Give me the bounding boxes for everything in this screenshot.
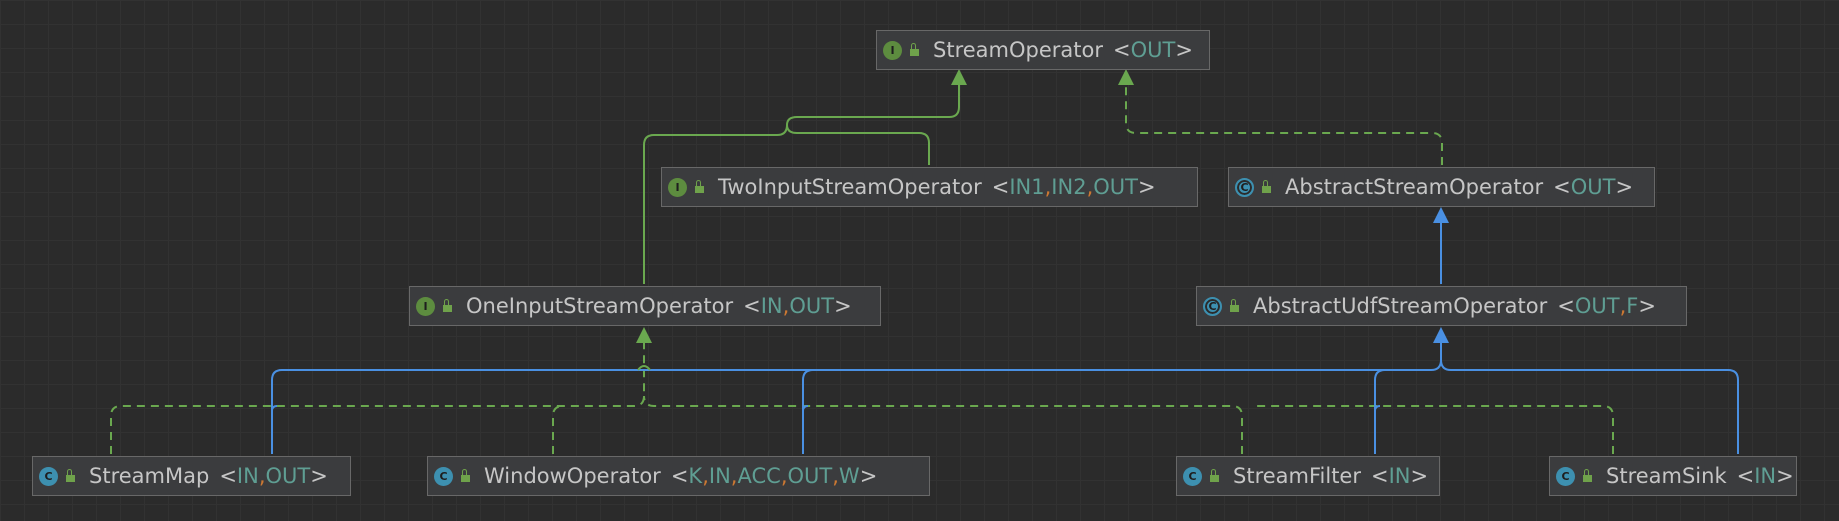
node-name: StreamSink xyxy=(1606,464,1727,488)
class-icon: C xyxy=(39,466,58,486)
type-parameter: K xyxy=(688,464,703,488)
abstract-class-icon: C xyxy=(1235,177,1254,197)
lock-icon xyxy=(66,469,75,482)
edge-window-operator-to-one-input xyxy=(552,405,564,454)
type-parameter: OUT xyxy=(265,464,311,488)
arrow-head-abstract-stream-operator xyxy=(1433,207,1449,223)
type-parameter: F xyxy=(1626,294,1639,318)
edge-stream-sink-to-abstract-udf xyxy=(1440,359,1739,454)
edge-stream-sink-to-one-input xyxy=(1252,405,1614,454)
node-name: StreamMap xyxy=(89,464,210,488)
node-name: WindowOperator xyxy=(484,464,661,488)
interface-icon: I xyxy=(883,40,902,60)
type-parameter: OUT xyxy=(1574,294,1620,318)
type-parameter: OUT xyxy=(787,464,833,488)
type-parameter: IN1 xyxy=(1009,175,1045,199)
type-parameter: ACC xyxy=(737,464,781,488)
edge-abstract-stream-operator-to-stream-operator xyxy=(1125,84,1443,165)
lock-icon xyxy=(1210,469,1219,482)
arrow-head-stream-operator xyxy=(951,69,967,85)
type-parameter: IN xyxy=(708,464,731,488)
interface-icon: I xyxy=(416,296,435,316)
node-name: StreamOperator xyxy=(933,38,1103,62)
lock-icon xyxy=(1583,469,1592,482)
edge-window-operator-to-abstract-udf xyxy=(802,369,814,454)
interface-icon: I xyxy=(668,177,687,197)
edge-crossing-hop xyxy=(271,405,278,412)
edge-one-input-to-stream-operator xyxy=(643,124,788,284)
node-name: OneInputStreamOperator xyxy=(466,294,734,318)
type-parameter: IN xyxy=(1754,464,1777,488)
edge-stream-filter-to-abstract-udf xyxy=(1374,369,1386,454)
edge-two-input-to-stream-operator xyxy=(785,84,960,165)
lock-icon xyxy=(461,469,470,482)
type-parameter: OUT xyxy=(789,294,835,318)
type-parameter: OUT xyxy=(1130,38,1176,62)
edge-crossing-hop xyxy=(1374,405,1381,412)
edge-stream-filter-to-one-input xyxy=(643,395,1243,454)
lock-icon xyxy=(695,180,704,193)
type-parameter: OUT xyxy=(1570,175,1616,199)
arrow-head-abstract-udf xyxy=(1433,327,1449,343)
class-icon: C xyxy=(434,466,453,486)
arrow-head-one-input xyxy=(636,327,652,343)
node-name: AbstractStreamOperator xyxy=(1285,175,1544,199)
lock-icon xyxy=(443,299,452,312)
node-name: StreamFilter xyxy=(1233,464,1361,488)
type-parameter: IN xyxy=(760,294,783,318)
type-parameter: IN2 xyxy=(1051,175,1087,199)
edge-crossing-hop xyxy=(802,405,809,412)
type-parameter: IN xyxy=(1388,464,1411,488)
node-name: AbstractUdfStreamOperator xyxy=(1253,294,1548,318)
abstract-class-icon: C xyxy=(1203,296,1222,316)
lock-icon xyxy=(1230,299,1239,312)
edge-crossing-hop xyxy=(637,365,651,371)
type-parameter: IN xyxy=(236,464,259,488)
lock-icon xyxy=(910,43,919,56)
type-parameter: W xyxy=(838,464,860,488)
edge-stream-map-to-one-input xyxy=(110,343,645,454)
arrow-head-stream-operator-2 xyxy=(1118,69,1134,85)
type-parameter: OUT xyxy=(1093,175,1138,199)
class-icon: C xyxy=(1556,466,1575,486)
class-icon: C xyxy=(1183,466,1202,486)
lock-icon xyxy=(1262,180,1271,193)
node-name: TwoInputStreamOperator xyxy=(718,175,982,199)
edge-stream-map-to-abstract-udf xyxy=(271,343,1442,454)
